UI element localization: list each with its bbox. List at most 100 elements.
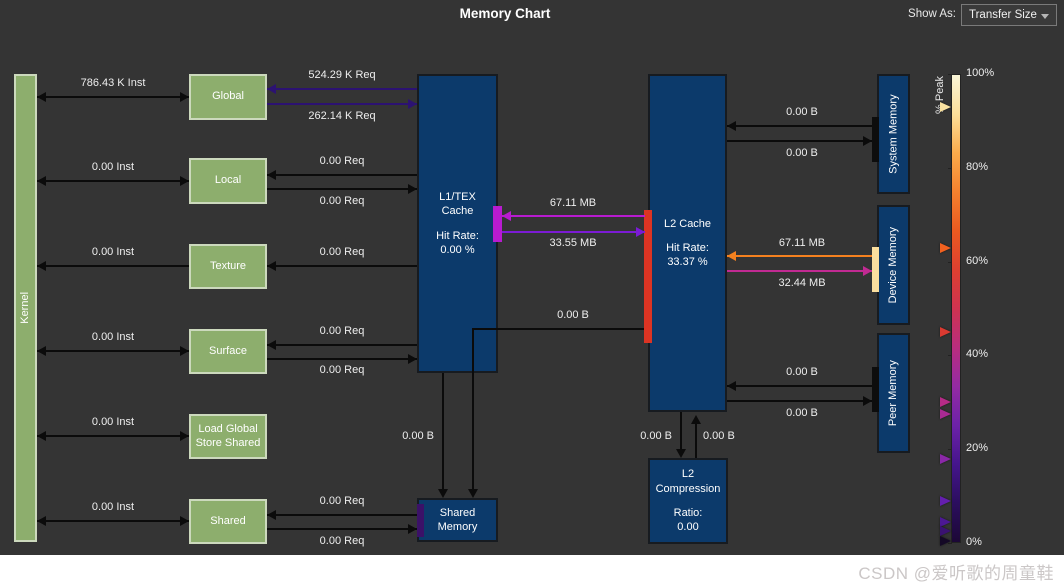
- legend-peak-marker: [940, 516, 951, 527]
- edge-l1-surface-line: [267, 344, 417, 346]
- node-texture: Texture: [189, 244, 267, 289]
- legend-peak-marker: [940, 453, 951, 464]
- edge-l2-comp-up-line: [695, 424, 697, 458]
- edge-smem-shared-label: 0.00 Req: [319, 495, 365, 507]
- legend-tick-mark: [948, 167, 952, 169]
- legend-peak-marker: [940, 101, 951, 112]
- edge-l2-peer-label: 0.00 B: [786, 407, 818, 419]
- edge-surface-l1-line: [267, 358, 417, 360]
- node-l2-compression: L2 Compression Ratio: 0.00: [648, 458, 728, 544]
- node-system-memory: System Memory: [877, 74, 910, 194]
- footer-strip: CSDN @爱听歌的周童鞋: [0, 555, 1064, 587]
- node-l2-stat-label: Hit Rate:: [666, 241, 709, 254]
- edge-l1-surface-label: 0.00 Req: [319, 325, 365, 337]
- arrowhead: [37, 346, 46, 356]
- legend-peak-marker: [940, 242, 951, 253]
- edge-peer-l2-line: [727, 385, 872, 387]
- arrowhead: [267, 340, 276, 350]
- legend-peak-marker: [940, 326, 951, 337]
- node-l1-stat-label: Hit Rate:: [436, 229, 479, 242]
- node-device-memory-label: Device Memory: [887, 226, 900, 304]
- edge-l1-local-line: [267, 174, 417, 176]
- arrowhead: [180, 516, 189, 526]
- legend-tick-label: 60%: [966, 254, 989, 267]
- node-kernel: Kernel: [14, 74, 37, 542]
- edge-l2-l1-line: [502, 215, 645, 217]
- memory-chart-canvas: Memory Chart Show As: Transfer Size Kern…: [0, 0, 1064, 555]
- watermark-text: CSDN @爱听歌的周童鞋: [858, 564, 1054, 583]
- edge-kernel-lgss-label: 0.00 Inst: [91, 416, 135, 428]
- node-l1-stat-value: 0.00 %: [440, 243, 475, 256]
- edge-shared-smem-line: [267, 528, 417, 530]
- edge-l1-texture-label: 0.00 Req: [319, 246, 365, 258]
- port-l2-left: [644, 210, 652, 343]
- arrowhead: [408, 524, 417, 534]
- arrowhead: [863, 136, 872, 146]
- edge-global-l1-label: 262.14 K Req: [308, 110, 376, 122]
- edge-peer-l2-label: 0.00 B: [786, 366, 818, 378]
- edge-global-l1-line: [267, 103, 417, 105]
- edge-sys-l2-line: [727, 125, 872, 127]
- node-l1-tex-cache: L1/TEX Cache Hit Rate: 0.00 %: [417, 74, 498, 373]
- show-as-dropdown[interactable]: Transfer Size: [961, 4, 1057, 26]
- legend-tick-label: 20%: [966, 442, 989, 455]
- node-l2-compression-name: L2 Compression: [655, 468, 721, 495]
- node-local-label: Local: [214, 174, 242, 187]
- legend-tick-label: 100%: [966, 67, 995, 79]
- arrowhead: [180, 176, 189, 186]
- edge-l1-l2-bytes-line: [473, 328, 644, 330]
- edge-dev-l2-line: [727, 255, 872, 257]
- edge-l1-texture-line: [267, 265, 417, 267]
- node-kernel-label: Kernel: [18, 292, 31, 324]
- arrowhead: [502, 211, 511, 221]
- arrowhead: [267, 510, 276, 520]
- arrowhead: [727, 121, 736, 131]
- legend-tick-label: 0%: [966, 536, 982, 548]
- node-peer-memory-label: Peer Memory: [887, 359, 900, 427]
- arrowhead: [267, 84, 276, 94]
- edge-l2-comp-down-label: 0.00 B: [640, 430, 672, 442]
- edge-l1-global-label: 524.29 K Req: [308, 69, 376, 81]
- edge-l2-comp-down-line: [680, 412, 682, 449]
- edge-kernel-local-label: 0.00 Inst: [91, 161, 135, 173]
- edge-l1-smem-line-2: [472, 328, 474, 490]
- edge-l2-comp-up-label: 0.00 B: [703, 430, 735, 442]
- edge-kernel-texture-label: 0.00 Inst: [91, 246, 135, 258]
- legend-peak-marker: [940, 535, 951, 546]
- edge-l1-smem-label: 0.00 B: [402, 430, 434, 442]
- node-peer-memory: Peer Memory: [877, 333, 910, 453]
- arrowhead: [37, 92, 46, 102]
- node-shared-memory: Shared Memory: [417, 498, 498, 542]
- edge-l2-peer-line: [727, 400, 872, 402]
- edge-l1-local-label: 0.00 Req: [319, 155, 365, 167]
- edge-surface-l1-label: 0.00 Req: [319, 364, 365, 376]
- edge-l2-dev-line: [727, 270, 872, 272]
- edge-kernel-local-line: [37, 180, 189, 182]
- edge-kernel-lgss-line: [37, 435, 189, 437]
- port-peer-memory: [872, 367, 879, 412]
- arrowhead: [468, 489, 478, 498]
- arrowhead: [180, 346, 189, 356]
- node-load-global-store-shared: Load Global Store Shared: [189, 414, 267, 459]
- arrowhead: [180, 431, 189, 441]
- legend-tick-label: 80%: [966, 160, 989, 173]
- port-shared-memory: [417, 504, 424, 537]
- arrowhead: [676, 449, 686, 458]
- arrowhead: [408, 354, 417, 364]
- arrowhead: [408, 99, 417, 109]
- edge-kernel-global-label: 786.43 K Inst: [80, 77, 146, 89]
- arrowhead: [438, 489, 448, 498]
- edge-kernel-shared-line: [37, 520, 189, 522]
- edge-l2-dev-label: 32.44 MB: [778, 277, 826, 289]
- edge-kernel-surface-line: [37, 350, 189, 352]
- node-local: Local: [189, 158, 267, 204]
- edge-kernel-global-line: [37, 96, 189, 98]
- legend-peak-marker: [940, 526, 951, 537]
- edge-dev-l2-label: 67.11 MB: [778, 237, 826, 249]
- node-system-memory-label: System Memory: [887, 94, 900, 174]
- port-device-memory: [872, 247, 879, 292]
- arrowhead: [636, 227, 645, 237]
- legend-peak-marker: [940, 409, 951, 420]
- node-l2-compression-stat-value: 0.00: [677, 521, 699, 534]
- node-l2-cache: L2 Cache Hit Rate: 33.37 %: [648, 74, 727, 412]
